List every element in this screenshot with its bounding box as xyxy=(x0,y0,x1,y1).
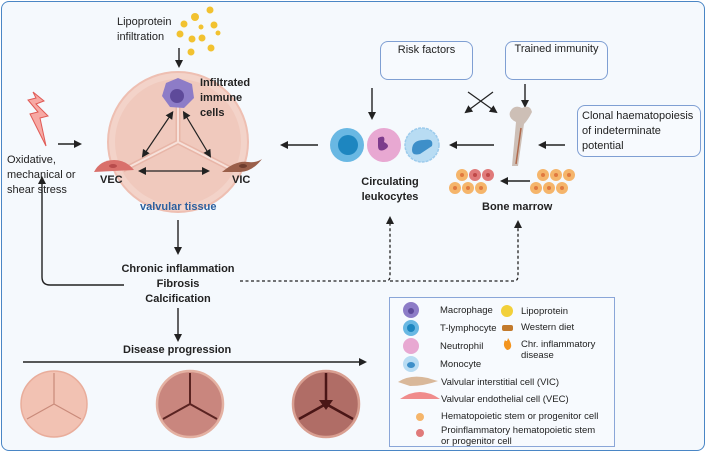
legend-neutrophil: Neutrophil xyxy=(440,341,484,352)
lipoprotein-particles-icon xyxy=(176,6,221,56)
legend-hspc-icon xyxy=(416,413,424,421)
trained-immunity-box: Trained immunity xyxy=(505,41,608,80)
legend-t-lymphocyte: T-lymphocyte xyxy=(440,323,497,334)
vic-label: VIC xyxy=(232,174,251,186)
legend-pro-hspc-icon xyxy=(416,429,424,437)
legend-macrophage: Macrophage xyxy=(440,305,493,316)
legend: Macrophage T-lymphocyte Neutrophil Monoc… xyxy=(389,297,615,447)
trained-immunity-label: Trained immunity xyxy=(514,43,599,55)
macrophage-cell-icon xyxy=(162,78,194,108)
legend-burger-icon xyxy=(502,325,513,331)
legend-vec: Valvular endothelial cell (VEC) xyxy=(441,394,569,405)
disease-progression-label: Disease progression xyxy=(123,344,232,356)
femur-bone-icon xyxy=(509,106,532,166)
risk-factors-label: Risk factors xyxy=(397,44,456,56)
valve-stage-1-icon xyxy=(20,370,88,438)
valve-stage-3-icon xyxy=(291,369,361,439)
neutrophil-cell-icon xyxy=(367,128,401,162)
dashed-arrow-to-bone-marrow xyxy=(390,220,522,282)
arrow-outcome-to-stress xyxy=(38,176,124,286)
valve-stage-2-icon xyxy=(155,369,225,439)
arrow-immune-vic xyxy=(182,110,212,158)
legend-hspc: Hematopoietic stem or progenitor cell xyxy=(441,411,599,422)
bone-marrow-cells-left xyxy=(449,169,494,194)
vec-cell-icon xyxy=(94,160,134,172)
legend-western-diet: Western diet xyxy=(521,322,575,333)
risk-factors-box: Risk factors xyxy=(380,41,473,80)
legend-lipoprotein: Lipoprotein xyxy=(521,306,569,317)
legend-monocyte: Monocyte xyxy=(440,359,482,370)
dashed-arrow-to-leukocytes xyxy=(240,216,394,282)
legend-lipoprotein-icon xyxy=(501,305,513,317)
lightning-bolt-icon xyxy=(27,91,49,147)
legend-vic: Valvular interstitial cell (VIC) xyxy=(441,377,560,388)
vec-label: VEC xyxy=(100,174,123,186)
legend-neutrophil-icon xyxy=(403,338,419,354)
legend-icons xyxy=(398,302,513,437)
arrow-immune-vec xyxy=(141,111,174,158)
legend-flame-icon xyxy=(503,338,512,350)
vic-cell-icon xyxy=(222,159,262,172)
valvular-tissue-label: valvular tissue xyxy=(140,201,217,213)
bone-marrow-label: Bone marrow xyxy=(482,201,553,213)
bone-marrow-cells-right xyxy=(530,169,575,194)
t-lymphocyte-cell-icon xyxy=(330,128,364,162)
legend-vic-icon xyxy=(398,376,438,386)
monocyte-cell-icon xyxy=(404,127,440,163)
arrow-cross-2 xyxy=(467,91,498,114)
arrow-cross-1 xyxy=(464,91,494,114)
legend-vec-icon xyxy=(400,392,440,399)
